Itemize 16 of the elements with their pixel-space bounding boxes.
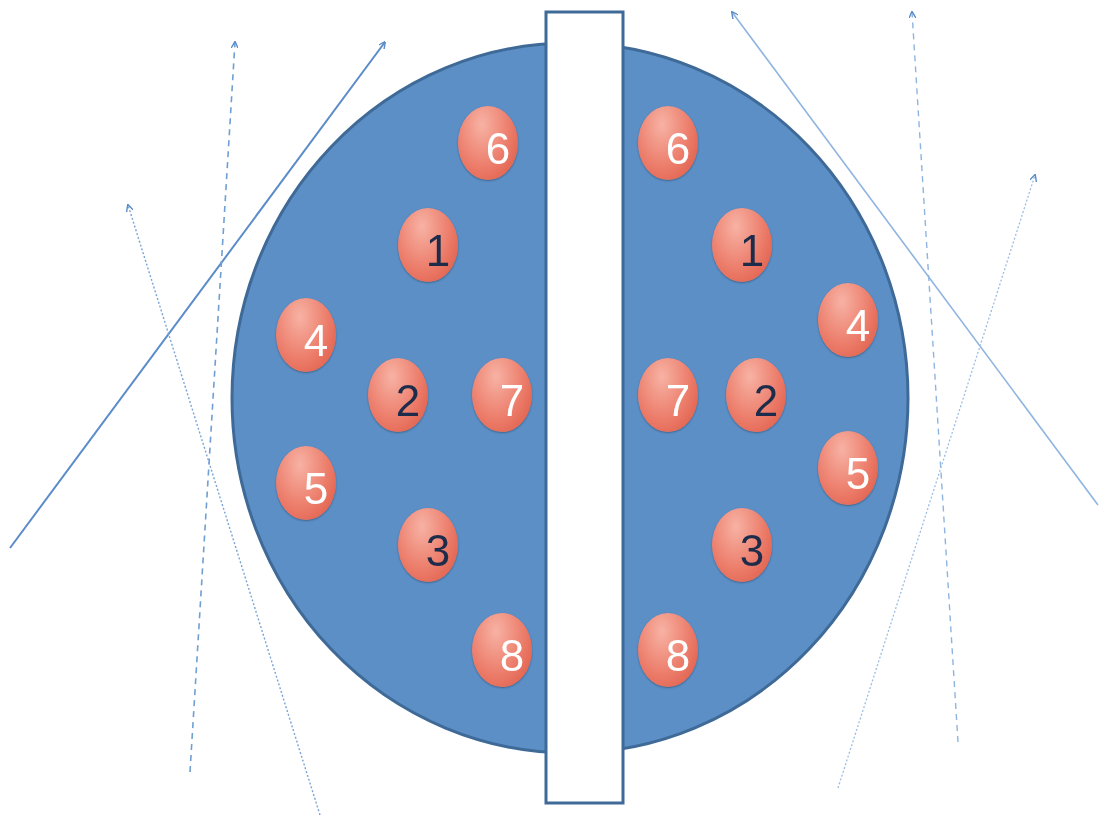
ball-number: 6 bbox=[485, 127, 511, 171]
ball-number: 6 bbox=[665, 127, 691, 171]
ball-number: 3 bbox=[425, 529, 451, 573]
ball-number: 5 bbox=[303, 467, 329, 511]
ball-number: 3 bbox=[739, 529, 765, 573]
ball-number: 1 bbox=[425, 229, 451, 273]
ball-number: 7 bbox=[665, 379, 691, 423]
ball-number: 8 bbox=[665, 634, 691, 678]
ball-number: 4 bbox=[845, 304, 871, 348]
ball-number: 7 bbox=[499, 379, 525, 423]
ball-number: 2 bbox=[753, 379, 779, 423]
ball-number: 2 bbox=[395, 379, 421, 423]
ball-number: 5 bbox=[845, 452, 871, 496]
ball-number: 8 bbox=[499, 634, 525, 678]
ball-number: 1 bbox=[739, 229, 765, 273]
ball-number: 4 bbox=[303, 319, 329, 363]
